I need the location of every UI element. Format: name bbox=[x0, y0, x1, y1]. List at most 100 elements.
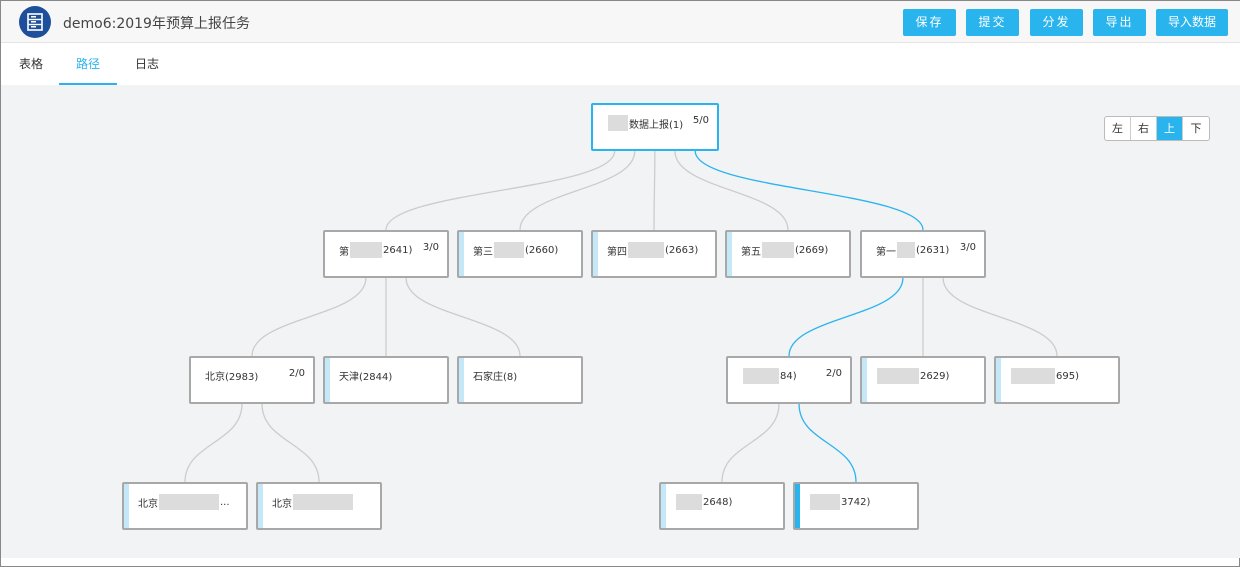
redacted-text bbox=[676, 494, 702, 510]
tree-node[interactable]: 2648) bbox=[659, 482, 785, 530]
redacted-text bbox=[350, 242, 382, 258]
node-accent bbox=[727, 232, 732, 276]
page-title: demo6:2019年预算上报任务 bbox=[63, 16, 250, 32]
node-count: 3/0 bbox=[422, 242, 439, 253]
node-label-text: 第 bbox=[339, 246, 349, 258]
node-label: 第五(2669) bbox=[741, 242, 828, 258]
node-label: 第三 (2660) bbox=[473, 242, 558, 258]
node-label: 天津(2844) bbox=[339, 368, 392, 383]
tree-node[interactable]: 第一 (2631) 3/0 bbox=[860, 230, 986, 278]
save-button[interactable]: 保存 bbox=[903, 9, 956, 36]
node-label: 北京... bbox=[138, 494, 230, 510]
node-label-text: 2648) bbox=[703, 496, 733, 508]
direction-down-button[interactable]: 下 bbox=[1190, 122, 1202, 135]
redacted-text bbox=[628, 242, 664, 258]
node-accent bbox=[862, 358, 867, 402]
tree-node[interactable]: 数据上报(1)5/0 bbox=[591, 103, 719, 151]
tree-edge bbox=[788, 277, 904, 357]
tree-node[interactable]: 2629) bbox=[860, 356, 986, 404]
tree-node[interactable]: 石家庄(8) bbox=[457, 356, 583, 404]
node-label: 石家庄(8) bbox=[473, 368, 517, 383]
tree-node[interactable]: 北京(2983) 2/0 bbox=[189, 356, 315, 404]
direction-left-button[interactable]: 左 bbox=[1105, 117, 1131, 140]
submit-button[interactable]: 提交 bbox=[966, 9, 1019, 36]
node-label-text: 2641) bbox=[383, 244, 413, 256]
tab-table[interactable]: 表格 bbox=[18, 57, 43, 71]
node-accent bbox=[593, 232, 598, 276]
header: demo6:2019年预算上报任务 保存 提交 分发 导出 导入数据 bbox=[1, 1, 1240, 43]
tree-edge bbox=[798, 403, 857, 483]
node-accent bbox=[124, 484, 129, 528]
node-accent bbox=[661, 484, 666, 528]
node-accent bbox=[996, 358, 1001, 402]
tree-edge bbox=[942, 277, 1058, 357]
node-label-text: 第四 bbox=[607, 246, 627, 258]
node-label-text: (2660) bbox=[525, 244, 559, 256]
tree-node[interactable]: 北京 bbox=[256, 482, 382, 530]
node-label-text: ... bbox=[220, 496, 230, 508]
direction-toggle: 左 右 上 下 bbox=[1104, 116, 1210, 141]
tree-node[interactable]: 695) bbox=[994, 356, 1120, 404]
node-label: 3742) bbox=[809, 494, 870, 510]
node-label-text: 695) bbox=[1056, 370, 1079, 382]
node-label-text: 第五 bbox=[741, 246, 761, 258]
tree-node[interactable]: 北京... bbox=[122, 482, 248, 530]
tree-edge bbox=[694, 150, 924, 231]
export-button[interactable]: 导出 bbox=[1093, 9, 1146, 36]
tree-edge bbox=[721, 403, 780, 483]
tree-edge bbox=[674, 150, 789, 231]
tree-edge bbox=[251, 277, 367, 357]
tree-edges bbox=[184, 150, 1058, 483]
redacted-text bbox=[877, 368, 919, 384]
direction-right-button[interactable]: 右 bbox=[1131, 117, 1157, 140]
tree-node[interactable]: 第四(2663) bbox=[591, 230, 717, 278]
node-label-text: 数据上报(1) bbox=[629, 119, 684, 131]
tree-node[interactable]: 84)2/0 bbox=[726, 356, 852, 404]
tree-edge bbox=[261, 403, 320, 483]
redacted-text bbox=[293, 494, 353, 510]
tree-node[interactable]: 第 2641) 3/0 bbox=[323, 230, 449, 278]
node-accent bbox=[459, 358, 464, 402]
node-label-text: 北京 bbox=[272, 498, 292, 510]
tree-node[interactable]: 天津(2844) bbox=[323, 356, 449, 404]
node-label-text: 84) bbox=[780, 370, 797, 382]
node-label-text: 天津(2844) bbox=[339, 372, 393, 383]
node-label: 第四(2663) bbox=[607, 242, 698, 258]
tab-path[interactable]: 路径 bbox=[59, 43, 117, 85]
redacted-text bbox=[494, 242, 524, 258]
node-label-text: 北京 bbox=[138, 498, 158, 510]
tree-edge bbox=[184, 403, 243, 483]
node-label-text: 2629) bbox=[920, 370, 950, 382]
node-label: 2648) bbox=[675, 494, 732, 510]
node-accent bbox=[459, 232, 464, 276]
direction-up-button[interactable]: 上 bbox=[1157, 117, 1183, 140]
redacted-text bbox=[762, 242, 794, 258]
node-label-text: 第一 bbox=[876, 246, 896, 258]
tab-bar: 表格 路径 日志 bbox=[1, 43, 1240, 85]
redacted-text bbox=[743, 368, 779, 384]
node-label: 第一 (2631) bbox=[876, 242, 949, 258]
tree-edge bbox=[405, 277, 521, 357]
node-accent bbox=[795, 484, 800, 528]
node-label: 北京 bbox=[272, 494, 354, 510]
redacted-text bbox=[897, 242, 915, 258]
node-count: 2/0 bbox=[288, 368, 305, 379]
tree-node[interactable]: 3742) bbox=[793, 482, 919, 530]
node-label: 695) bbox=[1010, 368, 1079, 384]
node-label: 北京(2983) bbox=[205, 368, 258, 383]
node-count: 3/0 bbox=[959, 242, 976, 253]
tab-log[interactable]: 日志 bbox=[134, 57, 159, 71]
node-label: 2629) bbox=[876, 368, 949, 384]
tree-edge bbox=[385, 150, 616, 231]
tree-node[interactable]: 第五(2669) bbox=[725, 230, 851, 278]
distribute-button[interactable]: 分发 bbox=[1030, 9, 1083, 36]
redacted-text bbox=[1011, 368, 1055, 384]
node-label-text: 第三 bbox=[473, 246, 493, 258]
tree-node[interactable]: 第三 (2660) bbox=[457, 230, 583, 278]
import-data-button[interactable]: 导入数据 bbox=[1156, 9, 1228, 36]
redacted-text bbox=[810, 494, 840, 510]
node-accent bbox=[258, 484, 263, 528]
node-label-text: (2631) bbox=[916, 244, 950, 256]
node-label-text: 石家庄(8) bbox=[473, 372, 518, 383]
